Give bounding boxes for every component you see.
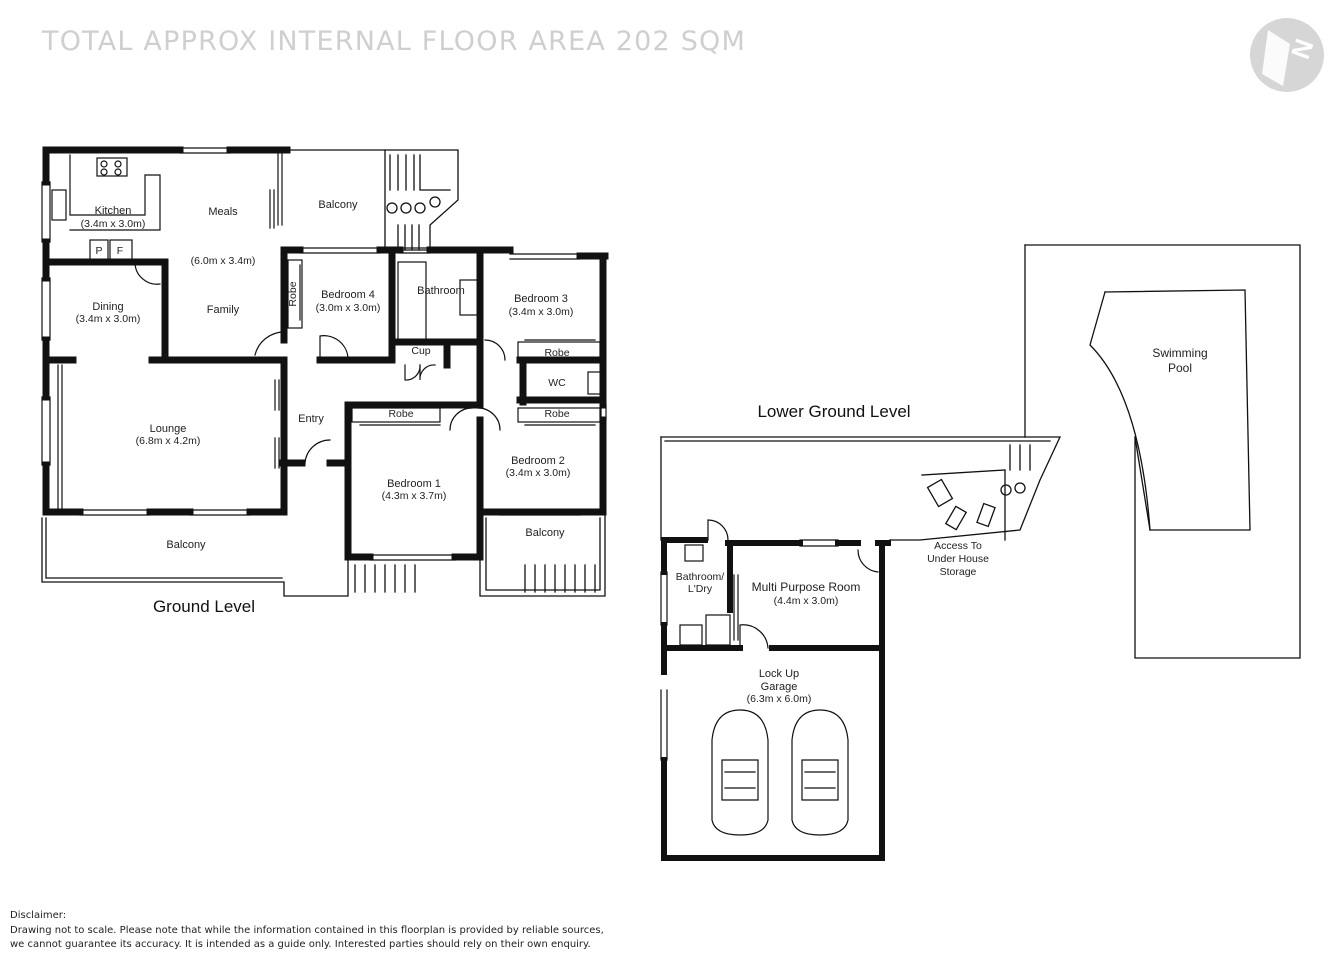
lower-ground-level-label: Lower Ground Level bbox=[757, 402, 910, 421]
lower-ground-level-plan bbox=[660, 244, 1301, 861]
pool-label-2: Pool bbox=[1168, 361, 1192, 375]
bedroom4-label: Bedroom 4 bbox=[321, 289, 375, 301]
floor-area-title: TOTAL APPROX INTERNAL FLOOR AREA 202 SQM bbox=[42, 26, 747, 57]
kitchen-label: Kitchen bbox=[95, 205, 132, 217]
bedroom1-label: Bedroom 1 bbox=[387, 478, 441, 490]
north-compass-icon: N bbox=[1250, 18, 1324, 92]
robe-bed4-label: Robe bbox=[287, 281, 299, 306]
disclaimer-line-2: we cannot guarantee its accuracy. It is … bbox=[10, 939, 591, 950]
robe-bed1-label: Robe bbox=[388, 408, 413, 420]
robe-bed2-label: Robe bbox=[544, 408, 569, 420]
wc-label: WC bbox=[548, 377, 566, 389]
lounge-dims: (6.8m x 4.2m) bbox=[136, 435, 201, 447]
bedroom2-dims: (3.4m x 3.0m) bbox=[506, 467, 571, 479]
disclaimer-line-1: Drawing not to scale. Please note that w… bbox=[10, 925, 604, 936]
car-icons bbox=[711, 709, 849, 836]
meals-family-dims: (6.0m x 3.4m) bbox=[191, 255, 256, 267]
balcony-bottom-label: Balcony bbox=[166, 539, 206, 551]
cup-label: Cup bbox=[411, 345, 430, 357]
pool-label-1: Swimming bbox=[1152, 346, 1207, 360]
balcony-right-label: Balcony bbox=[525, 527, 565, 539]
bathroom-ldry-label-2: L'Dry bbox=[688, 583, 713, 595]
ground-level-label: Ground Level bbox=[153, 597, 255, 616]
bathroom-ldry-label-1: Bathroom/ bbox=[676, 571, 725, 583]
disclaimer-heading: Disclaimer: bbox=[10, 910, 67, 921]
kitchen-dims: (3.4m x 3.0m) bbox=[81, 218, 146, 230]
room-labels: Kitchen (3.4m x 3.0m) Meals (6.0m x 3.4m… bbox=[76, 199, 1208, 705]
garage-label-2: Garage bbox=[761, 681, 798, 693]
pantry-label: P bbox=[95, 245, 102, 257]
ground-level-plan bbox=[41, 146, 609, 597]
lounge-label: Lounge bbox=[150, 423, 187, 435]
entry-label: Entry bbox=[298, 413, 324, 425]
bedroom4-dims: (3.0m x 3.0m) bbox=[316, 302, 381, 314]
meals-label: Meals bbox=[208, 206, 238, 218]
multi-purpose-dims: (4.4m x 3.0m) bbox=[774, 595, 839, 607]
dining-dims: (3.4m x 3.0m) bbox=[76, 313, 141, 325]
garage-label-1: Lock Up bbox=[759, 668, 799, 680]
multi-purpose-label: Multi Purpose Room bbox=[752, 580, 861, 594]
balcony-top-label: Balcony bbox=[318, 199, 358, 211]
access-label-1: Access To bbox=[934, 540, 982, 552]
fridge-label: F bbox=[117, 245, 123, 257]
bedroom3-dims: (3.4m x 3.0m) bbox=[509, 306, 574, 318]
bedroom2-label: Bedroom 2 bbox=[511, 455, 565, 467]
access-label-2: Under House bbox=[927, 553, 989, 565]
bedroom1-dims: (4.3m x 3.7m) bbox=[382, 490, 447, 502]
robe-bed3-label: Robe bbox=[544, 347, 569, 359]
dining-label: Dining bbox=[92, 301, 123, 313]
bathroom-label: Bathroom bbox=[417, 285, 465, 297]
access-label-3: Storage bbox=[940, 566, 977, 578]
garage-dims: (6.3m x 6.0m) bbox=[747, 693, 812, 705]
family-label: Family bbox=[207, 304, 240, 316]
bedroom3-label: Bedroom 3 bbox=[514, 293, 568, 305]
